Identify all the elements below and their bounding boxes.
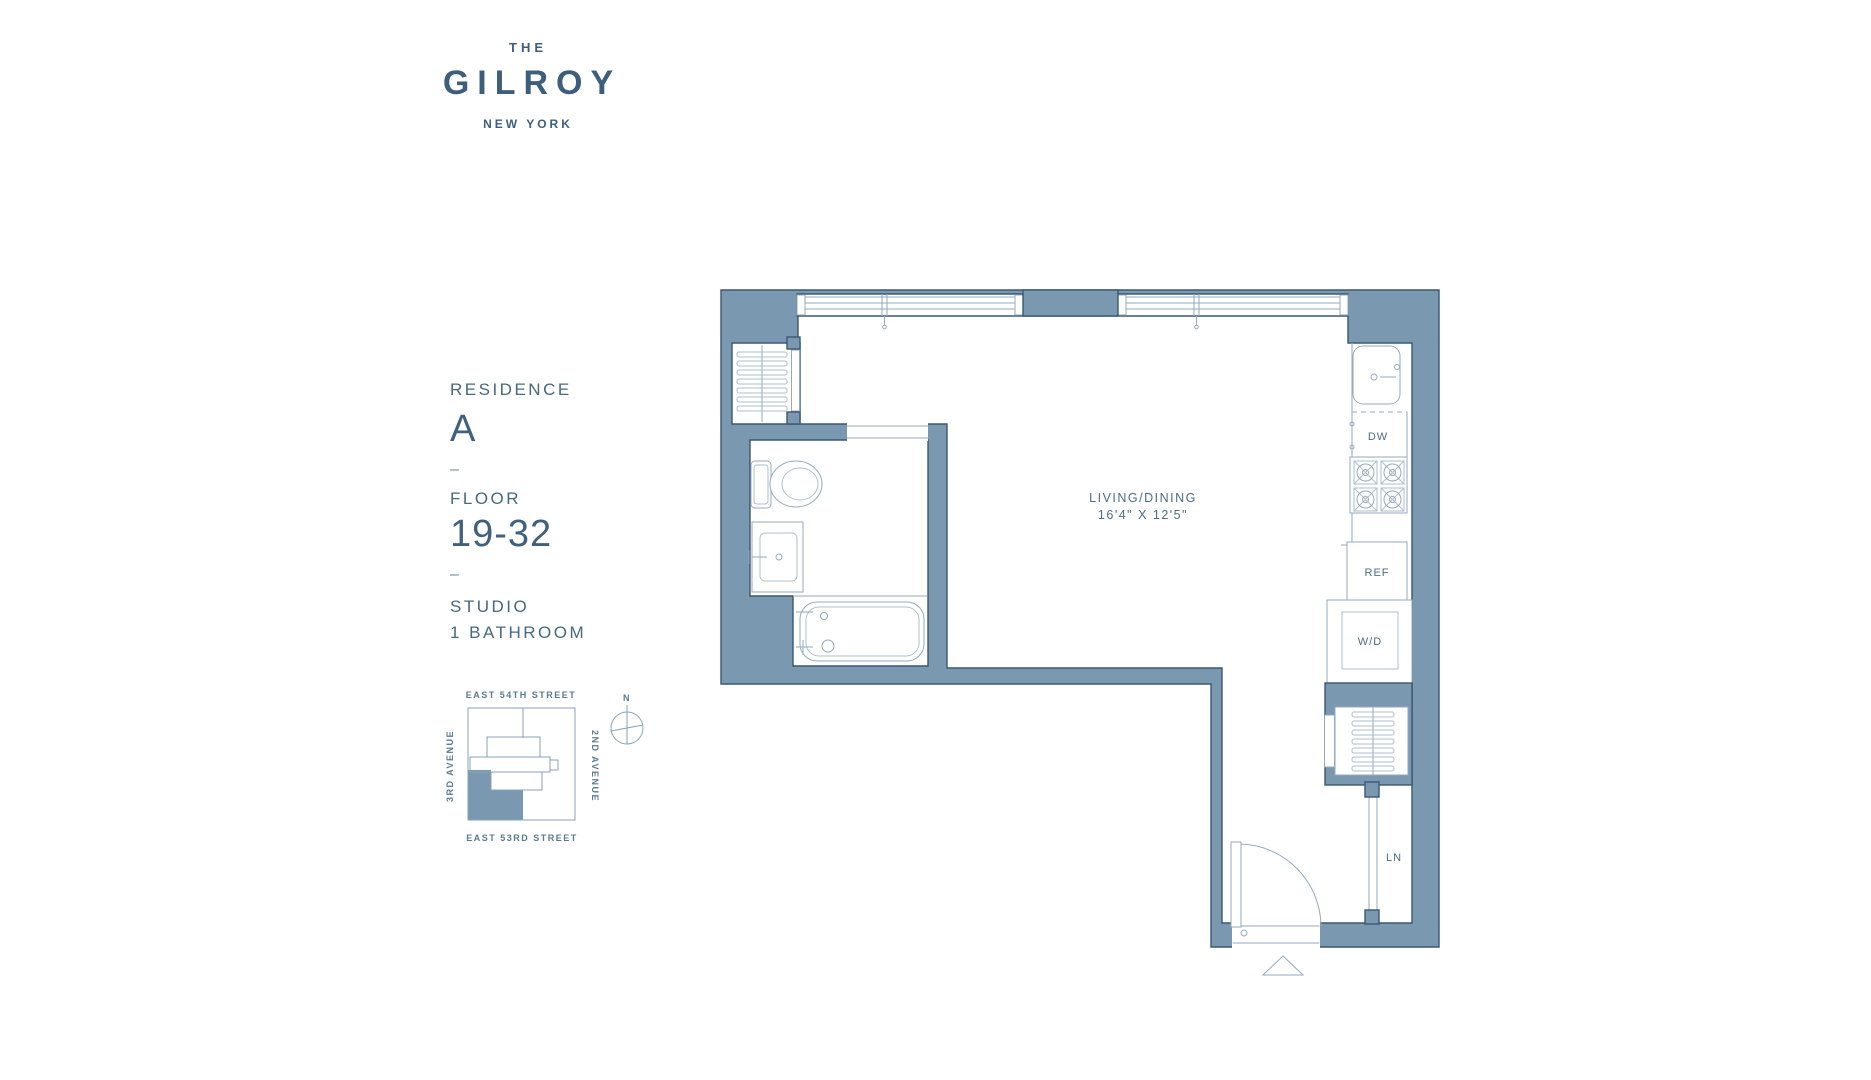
vanity-sink <box>748 521 804 593</box>
avenue-right-label: 2ND AVENUE <box>590 730 600 802</box>
bathroom-doorway <box>847 423 928 441</box>
site-map: EAST 54TH STREET EAST 53RD STREET 3RD AV… <box>445 690 644 843</box>
hall-closet <box>1324 706 1409 776</box>
floor-value: 19-32 <box>450 513 553 555</box>
site-map-unit-highlight <box>468 770 523 820</box>
closet-door <box>791 349 800 412</box>
entry-door <box>1230 841 1322 950</box>
washer-dryer-label: W/D <box>1358 636 1382 648</box>
logo-city: NEW YORK <box>483 117 573 131</box>
svg-text:LIVING/DINING: LIVING/DINING <box>1089 491 1197 505</box>
svg-text:16'4" X 12'5": 16'4" X 12'5" <box>1098 508 1188 522</box>
refrigerator-label: REF <box>1365 567 1390 579</box>
floor-plan: DW REF W/D <box>720 289 1440 976</box>
dishwasher: DW <box>1349 411 1408 458</box>
logo-the: THE <box>509 40 547 55</box>
site-map-block <box>467 707 576 821</box>
residence-info: RESIDENCE A – FLOOR 19-32 – STUDIO 1 BAT… <box>450 380 586 646</box>
washer-dryer: W/D <box>1326 599 1413 684</box>
unit-type: STUDIO <box>450 597 530 616</box>
brand-logo: THE GILROY NEW YORK <box>398 40 658 131</box>
street-top-label: EAST 54TH STREET <box>466 690 577 700</box>
entry-door-leaf <box>1230 841 1242 928</box>
street-bottom-label: EAST 53RD STREET <box>466 833 578 843</box>
hall-closet-door <box>1324 714 1335 768</box>
bathtub <box>796 601 925 662</box>
logo-name: GILROY <box>442 64 622 102</box>
avenue-left-label: 3RD AVENUE <box>445 730 455 802</box>
bathroom-count: 1 BATHROOM <box>450 623 587 642</box>
residence-label: RESIDENCE <box>450 380 572 399</box>
toilet <box>750 460 823 509</box>
window-band-right <box>1117 294 1349 330</box>
living-dining-label: LIVING/DINING 16'4" X 12'5" <box>1089 491 1197 522</box>
kitchen-sink <box>1352 345 1401 405</box>
dishwasher-label: DW <box>1368 431 1388 443</box>
closet-top-left <box>736 336 801 425</box>
stove <box>1349 456 1408 514</box>
window-band-left <box>796 294 1024 330</box>
entry-marker-triangle <box>1261 955 1305 976</box>
linen-label: LN <box>1386 852 1402 864</box>
residence-value: A <box>450 408 477 450</box>
divider: – <box>450 461 459 478</box>
linen-closet: LN <box>1364 781 1402 925</box>
refrigerator: REF <box>1341 541 1408 601</box>
divider: – <box>450 566 459 583</box>
compass-icon: N <box>610 693 644 745</box>
floor-label: FLOOR <box>450 489 522 508</box>
wall-pier <box>1022 289 1119 317</box>
compass-north-label: N <box>623 693 631 703</box>
